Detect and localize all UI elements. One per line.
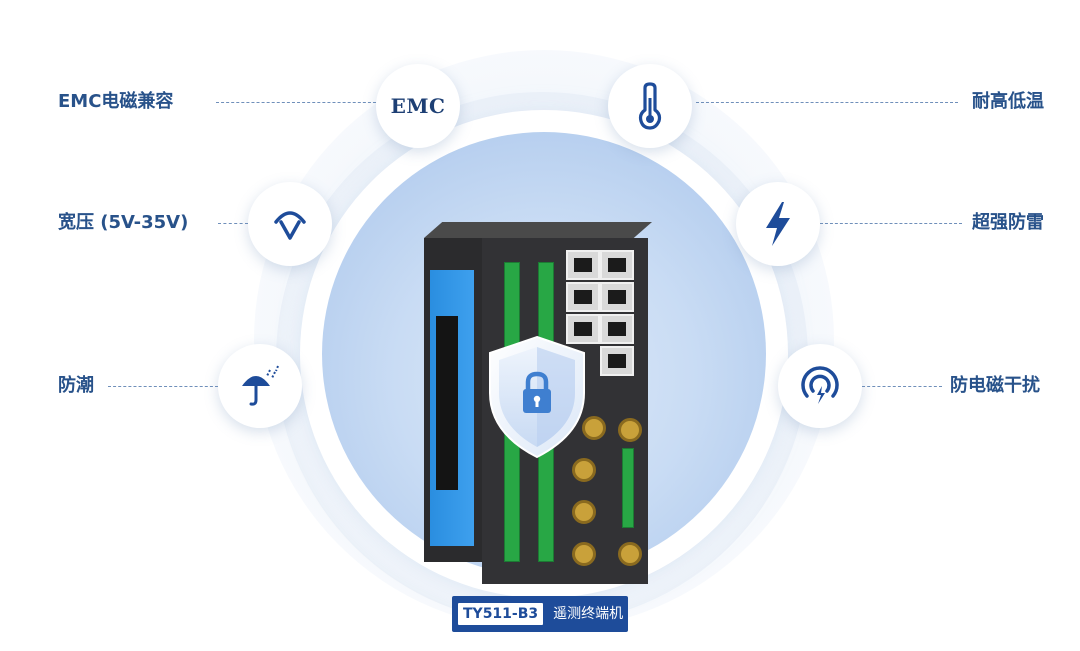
connector-moisture bbox=[108, 386, 218, 387]
feature-label-lightning: 超强防雷 bbox=[972, 212, 1044, 233]
connector-anti-interference bbox=[862, 386, 942, 387]
rj45-port bbox=[566, 314, 600, 344]
rj45-port bbox=[566, 250, 600, 280]
product-label: TY511-B3 遥测终端机 bbox=[452, 596, 628, 632]
feature-label-moisture: 防潮 bbox=[58, 375, 94, 396]
antenna-connector bbox=[572, 542, 596, 566]
lightning-icon bbox=[766, 202, 790, 246]
rj45-port bbox=[600, 314, 634, 344]
feature-label-wide-voltage: 宽压 (5V-35V) bbox=[58, 212, 189, 233]
feature-circle-emc: EMC bbox=[376, 64, 460, 148]
device-side-panel bbox=[424, 238, 482, 562]
antenna-connector bbox=[618, 418, 642, 442]
feature-circle-anti-interference bbox=[778, 344, 862, 428]
feature-circle-moisture bbox=[218, 344, 302, 428]
feature-label-anti-interference: 防电磁干扰 bbox=[950, 375, 1040, 396]
signal-interference-icon bbox=[801, 366, 839, 404]
feature-label-emc: EMC电磁兼容 bbox=[58, 91, 174, 112]
antenna-connector bbox=[572, 458, 596, 482]
antenna-connector bbox=[618, 542, 642, 566]
feature-circle-wide-voltage bbox=[248, 182, 332, 266]
emc-icon: EMC bbox=[390, 94, 446, 118]
feature-label-temperature: 耐高低温 bbox=[972, 91, 1044, 112]
connector-temperature bbox=[696, 102, 958, 103]
product-name: 遥测终端机 bbox=[553, 606, 624, 622]
connector-lightning bbox=[820, 223, 962, 224]
rj45-port bbox=[566, 282, 600, 312]
antenna-connector bbox=[572, 500, 596, 524]
security-shield-icon bbox=[489, 335, 585, 459]
rj45-port bbox=[600, 250, 634, 280]
rj45-port bbox=[600, 282, 634, 312]
feature-circle-lightning bbox=[736, 182, 820, 266]
connector-emc bbox=[216, 102, 376, 103]
rj45-port bbox=[600, 346, 634, 376]
device-window bbox=[436, 316, 458, 490]
product-model: TY511-B3 bbox=[458, 603, 544, 625]
thermometer-icon bbox=[638, 82, 662, 130]
device-top bbox=[424, 222, 652, 238]
connector-wide-voltage bbox=[218, 223, 248, 224]
voltage-v-icon bbox=[274, 211, 306, 240]
terminal-block-small bbox=[622, 448, 634, 528]
antenna-connector bbox=[582, 416, 606, 440]
feature-circle-temperature bbox=[608, 64, 692, 148]
umbrella-rain-icon bbox=[242, 365, 279, 406]
